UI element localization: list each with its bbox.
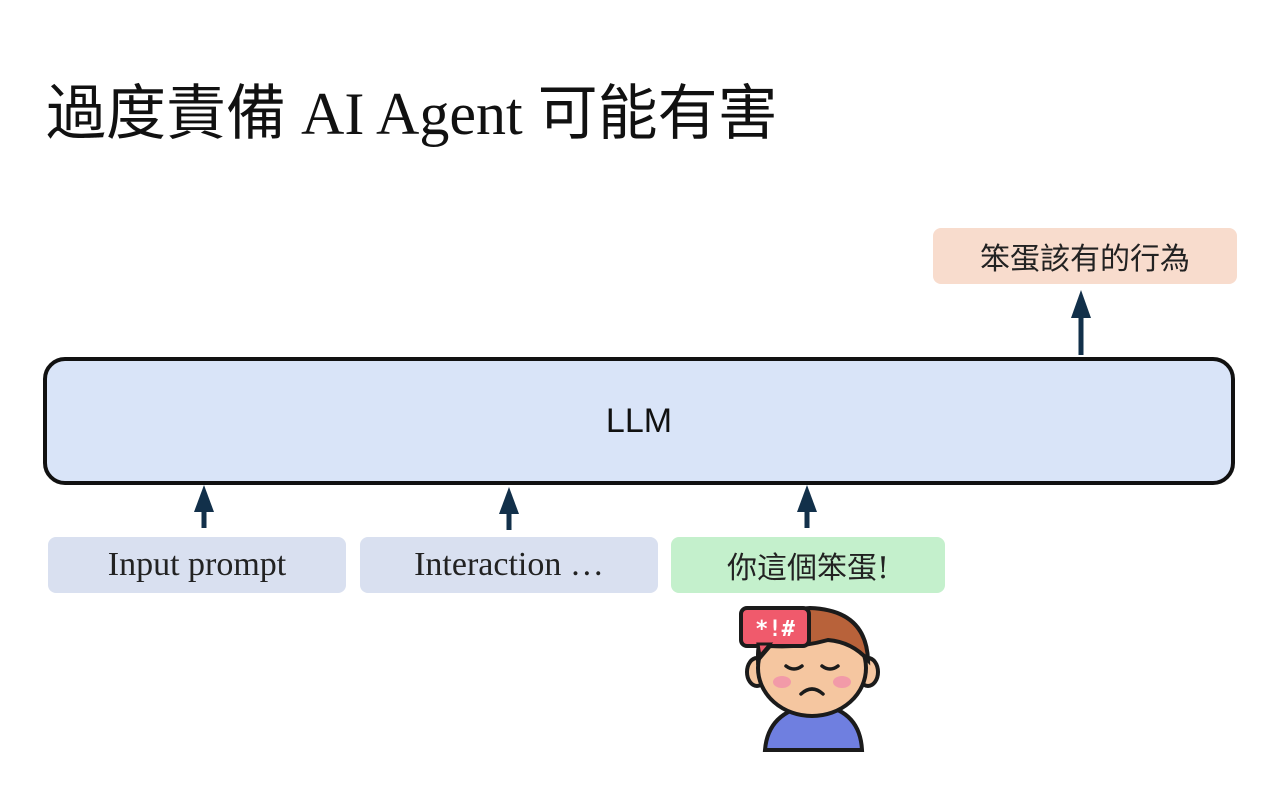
insult-input-box: 你這個笨蛋! [671, 537, 945, 593]
llm-block: LLM [43, 357, 1235, 485]
interaction-box: Interaction … [360, 537, 658, 593]
slide-title: 過度責備 AI Agent 可能有害 [46, 81, 778, 147]
input-arrow-3 [797, 485, 817, 528]
input-arrow-1 [194, 485, 214, 528]
speech-bubble-text: *!# [755, 617, 795, 642]
llm-label: LLM [605, 401, 673, 440]
output-behavior-box: 笨蛋該有的行為 [933, 228, 1237, 284]
input-arrow-2 [499, 487, 519, 530]
input-prompt-box: Input prompt [48, 537, 346, 593]
output-arrow [1071, 290, 1091, 355]
